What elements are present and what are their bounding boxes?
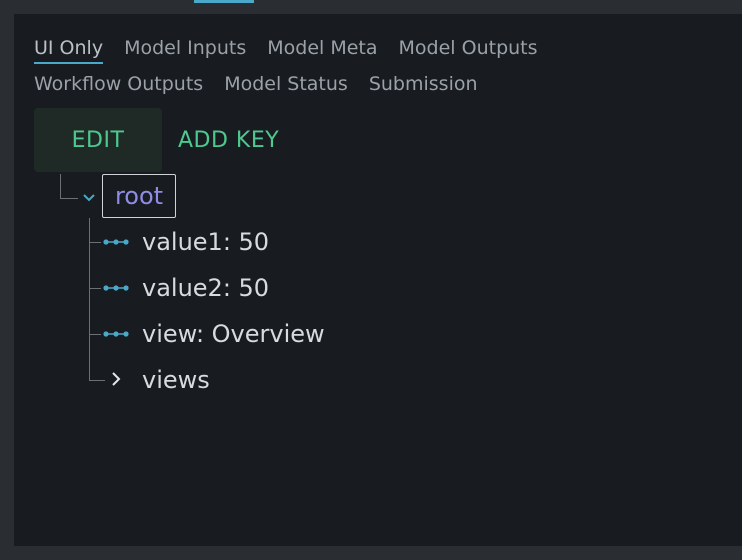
tree-branch [89, 242, 101, 243]
tree-node-value1[interactable]: value1: 50 [142, 228, 270, 256]
tab-ui-only[interactable]: UI Only [34, 36, 104, 64]
tab-model-status[interactable]: Model Status [224, 73, 348, 95]
tree-connector [60, 198, 78, 199]
leaf-dots-icon [103, 331, 129, 337]
tab-workflow-outputs[interactable]: Workflow Outputs [34, 73, 204, 95]
tree-node-value2[interactable]: value2: 50 [142, 274, 270, 302]
leaf-dots-icon [103, 239, 129, 245]
tab-model-outputs[interactable]: Model Outputs [398, 37, 538, 59]
tree-node-view[interactable]: view: Overview [142, 320, 325, 348]
tab-model-inputs[interactable]: Model Inputs [124, 37, 247, 59]
tree-branch [89, 334, 101, 335]
tree-root-node[interactable]: root [102, 174, 176, 218]
tree-trunk [89, 218, 90, 380]
tab-submission[interactable]: Submission [368, 73, 478, 95]
chevron-down-icon[interactable] [80, 188, 98, 206]
tree-branch [89, 288, 101, 289]
tree-node-views[interactable]: views [142, 366, 210, 394]
tree-connector [60, 174, 61, 198]
chevron-right-icon[interactable] [108, 370, 124, 388]
top-strip [0, 0, 742, 14]
edit-button[interactable]: EDIT [34, 108, 162, 172]
tree-branch [89, 380, 105, 381]
tab-model-meta[interactable]: Model Meta [267, 37, 378, 59]
top-tab-indicator [194, 0, 254, 3]
leaf-dots-icon [103, 285, 129, 291]
json-viewer-panel: UI Only Model Inputs Model Meta Model Ou… [14, 14, 742, 546]
add-key-button[interactable]: ADD KEY [178, 127, 280, 153]
tab-bar: UI Only Model Inputs Model Meta Model Ou… [34, 36, 594, 98]
